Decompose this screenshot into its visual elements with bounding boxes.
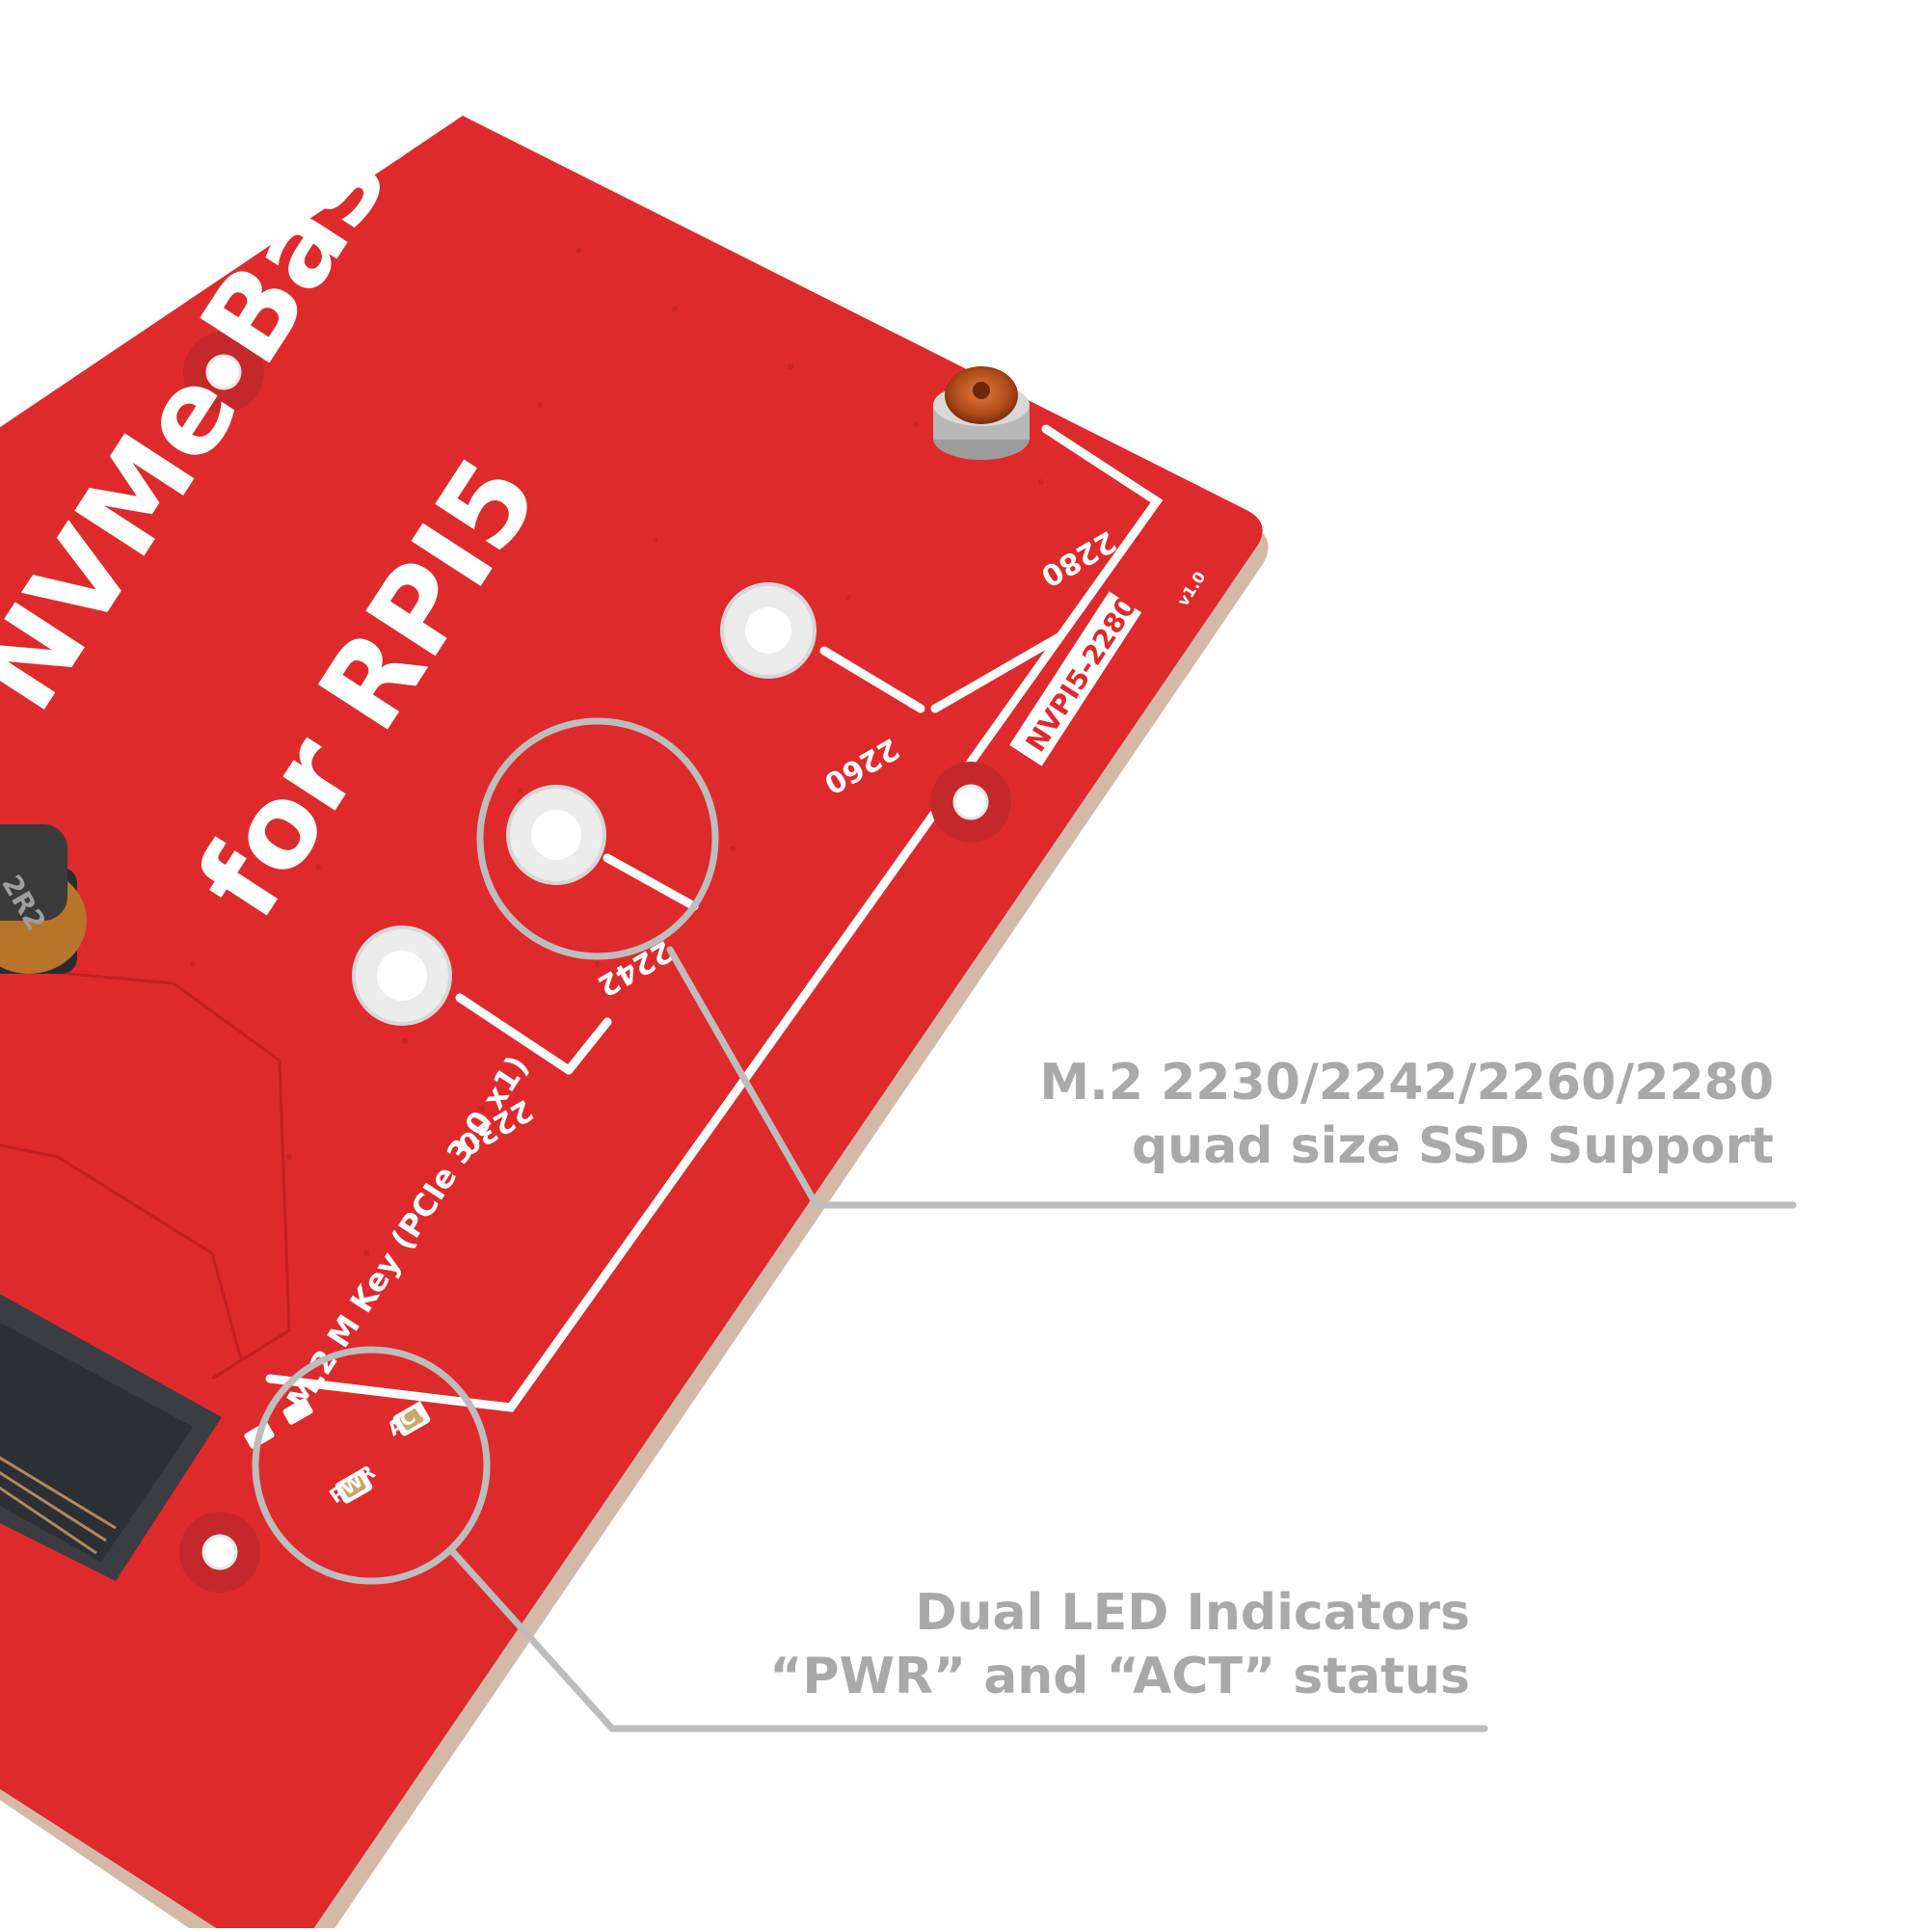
- callout-led-text: Dual LED Indicators “PWR” and “ACT” stat…: [769, 1581, 1470, 1708]
- callout-ssd-line2: quad size SSD Support: [1131, 1117, 1774, 1175]
- pcb-traces: [0, 966, 291, 1381]
- callout-led-line2: “PWR” and “ACT” status: [769, 1648, 1470, 1705]
- mount-hole: [201, 1534, 238, 1570]
- callout-led-leader: [449, 1548, 1488, 1732]
- inductor: 2R2: [0, 824, 87, 974]
- callout-ssd-graphic: [476, 717, 1797, 1209]
- mount-hole: [952, 784, 989, 820]
- size-guides: [265, 424, 1164, 1412]
- callout-led-graphic: [252, 1346, 1488, 1732]
- m2-connector: [0, 1294, 222, 1581]
- pcb-vias: [190, 248, 1140, 1256]
- callout-ssd-circle: [476, 717, 719, 960]
- callout-ssd-leader: [666, 946, 1797, 1209]
- mounting-holes: [179, 332, 1011, 1593]
- mount-hole: [205, 354, 242, 390]
- standoff-nut: [933, 366, 1030, 460]
- pcb-board: [0, 116, 1263, 1932]
- callout-ssd-text: M.2 2230/2242/2260/2280 quad size SSD Su…: [1039, 1051, 1774, 1178]
- ssd-screw-pads: [352, 582, 817, 1026]
- callout-ssd-line1: M.2 2230/2242/2260/2280: [1039, 1054, 1774, 1112]
- led-indicators: [244, 1398, 431, 1504]
- callout-led-line1: Dual LED Indicators: [915, 1584, 1470, 1642]
- callout-led-circle: [252, 1346, 491, 1585]
